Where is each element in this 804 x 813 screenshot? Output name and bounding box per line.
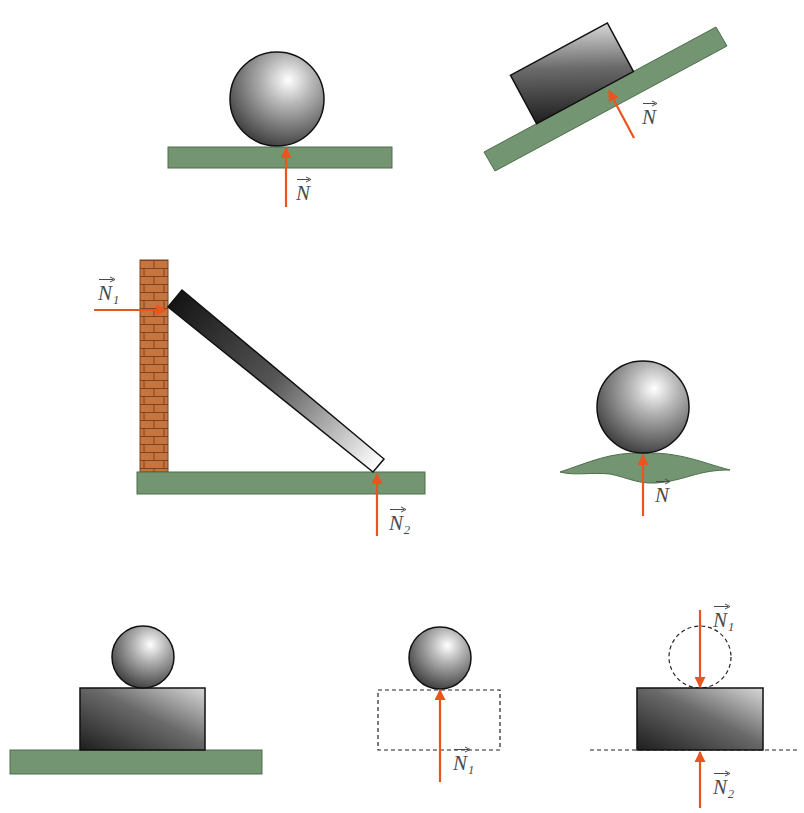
force-arrow <box>642 455 644 516</box>
force-arrow <box>285 148 287 207</box>
force-label: N <box>655 483 669 507</box>
soft-ground <box>560 453 730 483</box>
ball <box>597 361 689 453</box>
force-label: N₂ <box>389 511 410 535</box>
force-arrow <box>376 474 378 536</box>
force-label-group: N₁ <box>713 603 734 631</box>
block <box>510 23 633 124</box>
force-arrow <box>699 610 701 687</box>
ground <box>137 472 425 494</box>
force-label: N₁ <box>453 751 474 775</box>
ball <box>112 626 174 688</box>
ground <box>10 750 262 774</box>
force-arrow <box>94 309 166 311</box>
ball <box>409 627 471 689</box>
ladder <box>168 290 384 472</box>
ground <box>168 147 392 168</box>
block <box>637 688 763 750</box>
force-label: N <box>296 181 310 205</box>
force-label-group: N <box>642 100 656 128</box>
force-arrow <box>699 752 701 808</box>
force-label-group: N₁ <box>453 746 474 774</box>
force-label-group: N <box>655 478 669 506</box>
force-label-group: N <box>296 176 310 204</box>
ball <box>230 52 324 146</box>
force-label: N₁ <box>98 281 119 305</box>
force-label-group: N₁ <box>98 276 119 304</box>
force-arrow <box>609 91 634 138</box>
block <box>80 688 205 750</box>
force-label: N₂ <box>713 775 734 799</box>
force-label: N <box>642 105 656 129</box>
force-label-group: N₂ <box>389 506 410 534</box>
brick-wall <box>140 260 168 472</box>
force-label: N₁ <box>713 608 734 632</box>
force-arrow <box>439 690 441 782</box>
force-label-group: N₂ <box>713 770 734 798</box>
